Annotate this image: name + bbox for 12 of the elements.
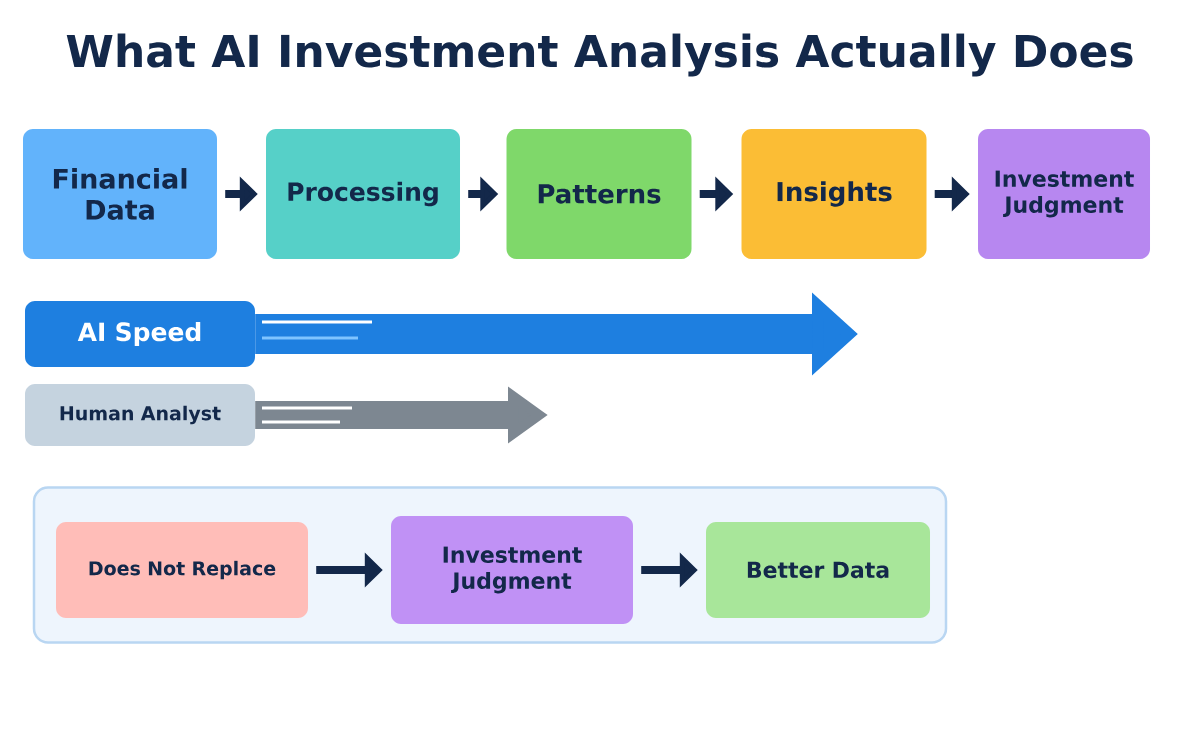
- speed-label-box: Human Analyst: [25, 384, 255, 446]
- step-box: Patterns: [506, 129, 692, 259]
- statement-box: Does Not Replace: [56, 522, 308, 618]
- step-box: Processing: [266, 129, 460, 259]
- step-box: Insights: [741, 129, 927, 259]
- statement-box: Investment Judgment: [391, 516, 633, 624]
- speed-label-box: AI Speed: [25, 301, 255, 367]
- statement-box: Better Data: [706, 522, 930, 618]
- step-box: Investment Judgment: [978, 129, 1150, 259]
- node-label: AI Speed: [77, 321, 201, 347]
- title: What AI Investment Analysis Actually Does: [66, 33, 1133, 77]
- step-box: Financial Data: [23, 129, 217, 259]
